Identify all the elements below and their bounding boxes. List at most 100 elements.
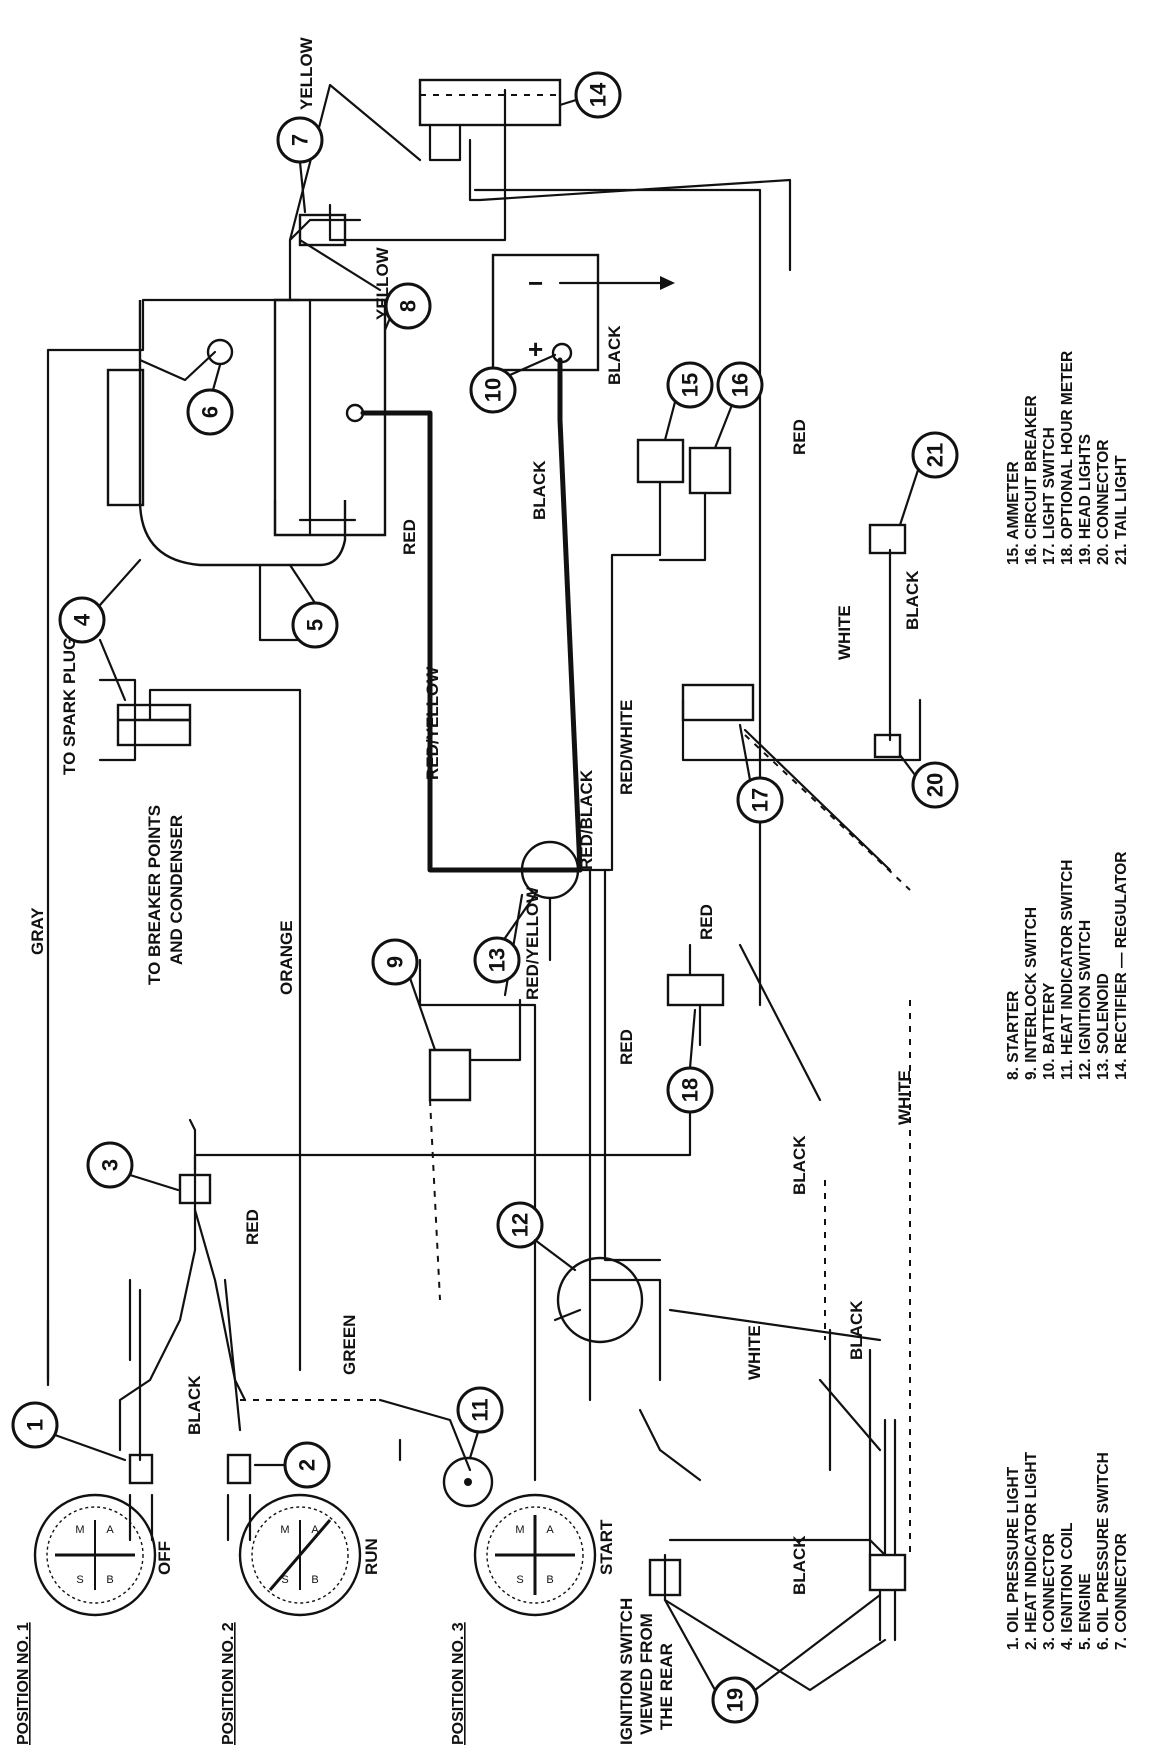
callout-2: 2 bbox=[253, 1441, 331, 1489]
legend-item: 2. HEAT INDICATOR LIGHT bbox=[1023, 1451, 1040, 1650]
position-3-dial: POSITION NO. 3 START bbox=[450, 1493, 616, 1745]
svg-text:4: 4 bbox=[70, 613, 95, 626]
svg-text:15: 15 bbox=[678, 373, 703, 397]
callout-1: 1 bbox=[11, 1401, 127, 1462]
label-red-connector-3: RED bbox=[243, 1209, 262, 1245]
callout-11: 11 bbox=[456, 1386, 504, 1460]
label-black-bottom-left: BLACK bbox=[185, 1375, 204, 1435]
svg-text:5: 5 bbox=[303, 619, 328, 631]
svg-text:12: 12 bbox=[508, 1213, 533, 1237]
legend-item: 20. CONNECTOR bbox=[1095, 440, 1112, 565]
label-red-18: RED bbox=[697, 904, 716, 940]
legend-item: 15. AMMETER bbox=[1005, 461, 1022, 565]
svg-text:14: 14 bbox=[586, 82, 611, 107]
svg-text:A: A bbox=[311, 1524, 319, 1536]
legend-item: 21. TAIL LIGHT bbox=[1113, 455, 1130, 565]
position-3-state: START bbox=[597, 1519, 616, 1575]
legend-item: 3. CONNECTOR bbox=[1041, 1533, 1058, 1650]
dial-terminal-labels: M A S B M A S B M A S B bbox=[75, 1524, 554, 1586]
legend: 1. OIL PRESSURE LIGHT 2. HEAT INDICATOR … bbox=[1005, 351, 1130, 1650]
callout-20: 20 bbox=[898, 753, 959, 809]
svg-text:18: 18 bbox=[678, 1078, 703, 1102]
svg-text:10: 10 bbox=[481, 378, 506, 402]
svg-text:16: 16 bbox=[728, 373, 753, 397]
position-1-state: OFF bbox=[155, 1541, 174, 1575]
svg-text:B: B bbox=[106, 1574, 113, 1586]
legend-item: 12. IGNITION SWITCH bbox=[1077, 920, 1094, 1080]
position-1-dial: POSITION NO. 1 OFF bbox=[15, 1493, 174, 1745]
position-2-state: RUN bbox=[362, 1538, 381, 1575]
label-black-battery: BLACK bbox=[605, 325, 624, 385]
callout-3: 3 bbox=[86, 1141, 180, 1192]
caption-line-1: IGNITION SWITCH bbox=[617, 1598, 636, 1745]
callout-10: 10 bbox=[469, 353, 557, 414]
svg-text:13: 13 bbox=[485, 948, 510, 972]
svg-text:S: S bbox=[281, 1574, 288, 1586]
svg-text:1: 1 bbox=[23, 1419, 48, 1431]
legend-item: 16. CIRCUIT BREAKER bbox=[1023, 395, 1040, 565]
legend-item: 8. STARTER bbox=[1005, 991, 1022, 1080]
position-1-title: POSITION NO. 1 bbox=[15, 1622, 32, 1745]
wiring bbox=[46, 78, 922, 1692]
svg-text:3: 3 bbox=[98, 1159, 123, 1171]
svg-text:B: B bbox=[546, 1574, 553, 1586]
caption-line-2: VIEWED FROM bbox=[637, 1613, 656, 1735]
label-black-18: BLACK bbox=[790, 1135, 809, 1195]
legend-item: 14. RECTIFIER — REGULATOR bbox=[1113, 851, 1130, 1080]
battery-minus: − bbox=[528, 268, 543, 298]
callout-17: 17 bbox=[736, 723, 784, 824]
label-black-lights-lower: BLACK bbox=[790, 1535, 809, 1595]
wire-labels: YELLOW YELLOW BLACK BLACK RED RED GRAY T… bbox=[28, 36, 922, 1595]
svg-text:9: 9 bbox=[383, 956, 408, 968]
callout-9: 9 bbox=[371, 938, 437, 1052]
label-orange: ORANGE bbox=[277, 920, 296, 995]
callout-8: 8 bbox=[383, 282, 432, 332]
ignition-switch-caption: IGNITION SWITCH VIEWED FROM THE REAR bbox=[617, 1598, 676, 1745]
svg-text:21: 21 bbox=[923, 443, 948, 467]
legend-item: 9. INTERLOCK SWITCH bbox=[1023, 907, 1040, 1080]
svg-text:7: 7 bbox=[288, 134, 313, 146]
label-green: GREEN bbox=[340, 1315, 359, 1375]
label-breaker-points-1: TO BREAKER POINTS bbox=[145, 805, 164, 985]
label-red-yellow-upper: RED/YELLOW bbox=[423, 666, 442, 780]
callout-15: 15 bbox=[663, 361, 714, 442]
callout-4: 4 bbox=[58, 558, 142, 702]
svg-text:M: M bbox=[75, 1524, 84, 1536]
label-white-long: WHITE bbox=[895, 1070, 914, 1125]
legend-item: 7. CONNECTOR bbox=[1113, 1533, 1130, 1650]
legend-item: 11. HEAT INDICATOR SWITCH bbox=[1059, 860, 1076, 1080]
label-breaker-points-2: AND CONDENSER bbox=[167, 815, 186, 965]
svg-text:2: 2 bbox=[295, 1459, 320, 1471]
callout-19: 19 bbox=[663, 1593, 882, 1724]
label-white-lights: WHITE bbox=[745, 1325, 764, 1380]
svg-text:20: 20 bbox=[923, 773, 948, 797]
svg-text:B: B bbox=[311, 1574, 318, 1586]
callout-12: 12 bbox=[496, 1201, 577, 1272]
label-red-white: RED/WHITE bbox=[617, 700, 636, 795]
legend-item: 4. IGNITION COIL bbox=[1059, 1523, 1076, 1650]
svg-text:A: A bbox=[546, 1524, 554, 1536]
label-red-ign: RED bbox=[617, 1029, 636, 1065]
legend-item: 6. OIL PRESSURE SWITCH bbox=[1095, 1452, 1112, 1650]
callout-14: 14 bbox=[558, 71, 622, 119]
callout-5: 5 bbox=[288, 563, 339, 649]
legend-item: 13. SOLENOID bbox=[1095, 973, 1112, 1080]
caption-line-3: THE REAR bbox=[657, 1643, 676, 1730]
legend-item: 5. ENGINE bbox=[1077, 1573, 1094, 1650]
svg-text:S: S bbox=[76, 1574, 83, 1586]
label-red-yellow-lower: RED/YELLOW bbox=[523, 886, 542, 1000]
position-2-title: POSITION NO. 2 bbox=[220, 1622, 237, 1745]
svg-text:6: 6 bbox=[198, 406, 223, 418]
label-black-lights-upper: BLACK bbox=[847, 1300, 866, 1360]
label-to-spark-plug: TO SPARK PLUG bbox=[60, 637, 79, 775]
svg-text:8: 8 bbox=[396, 300, 421, 312]
legend-column-3: 15. AMMETER 16. CIRCUIT BREAKER 17. LIGH… bbox=[1005, 351, 1130, 565]
legend-item: 1. OIL PRESSURE LIGHT bbox=[1005, 1466, 1022, 1650]
svg-text:S: S bbox=[516, 1574, 523, 1586]
callout-6: 6 bbox=[186, 363, 234, 436]
legend-item: 19. HEAD LIGHTS bbox=[1077, 434, 1094, 565]
svg-text:11: 11 bbox=[468, 1398, 493, 1421]
position-3-title: POSITION NO. 3 bbox=[450, 1622, 467, 1745]
callout-13: 13 bbox=[473, 893, 537, 984]
